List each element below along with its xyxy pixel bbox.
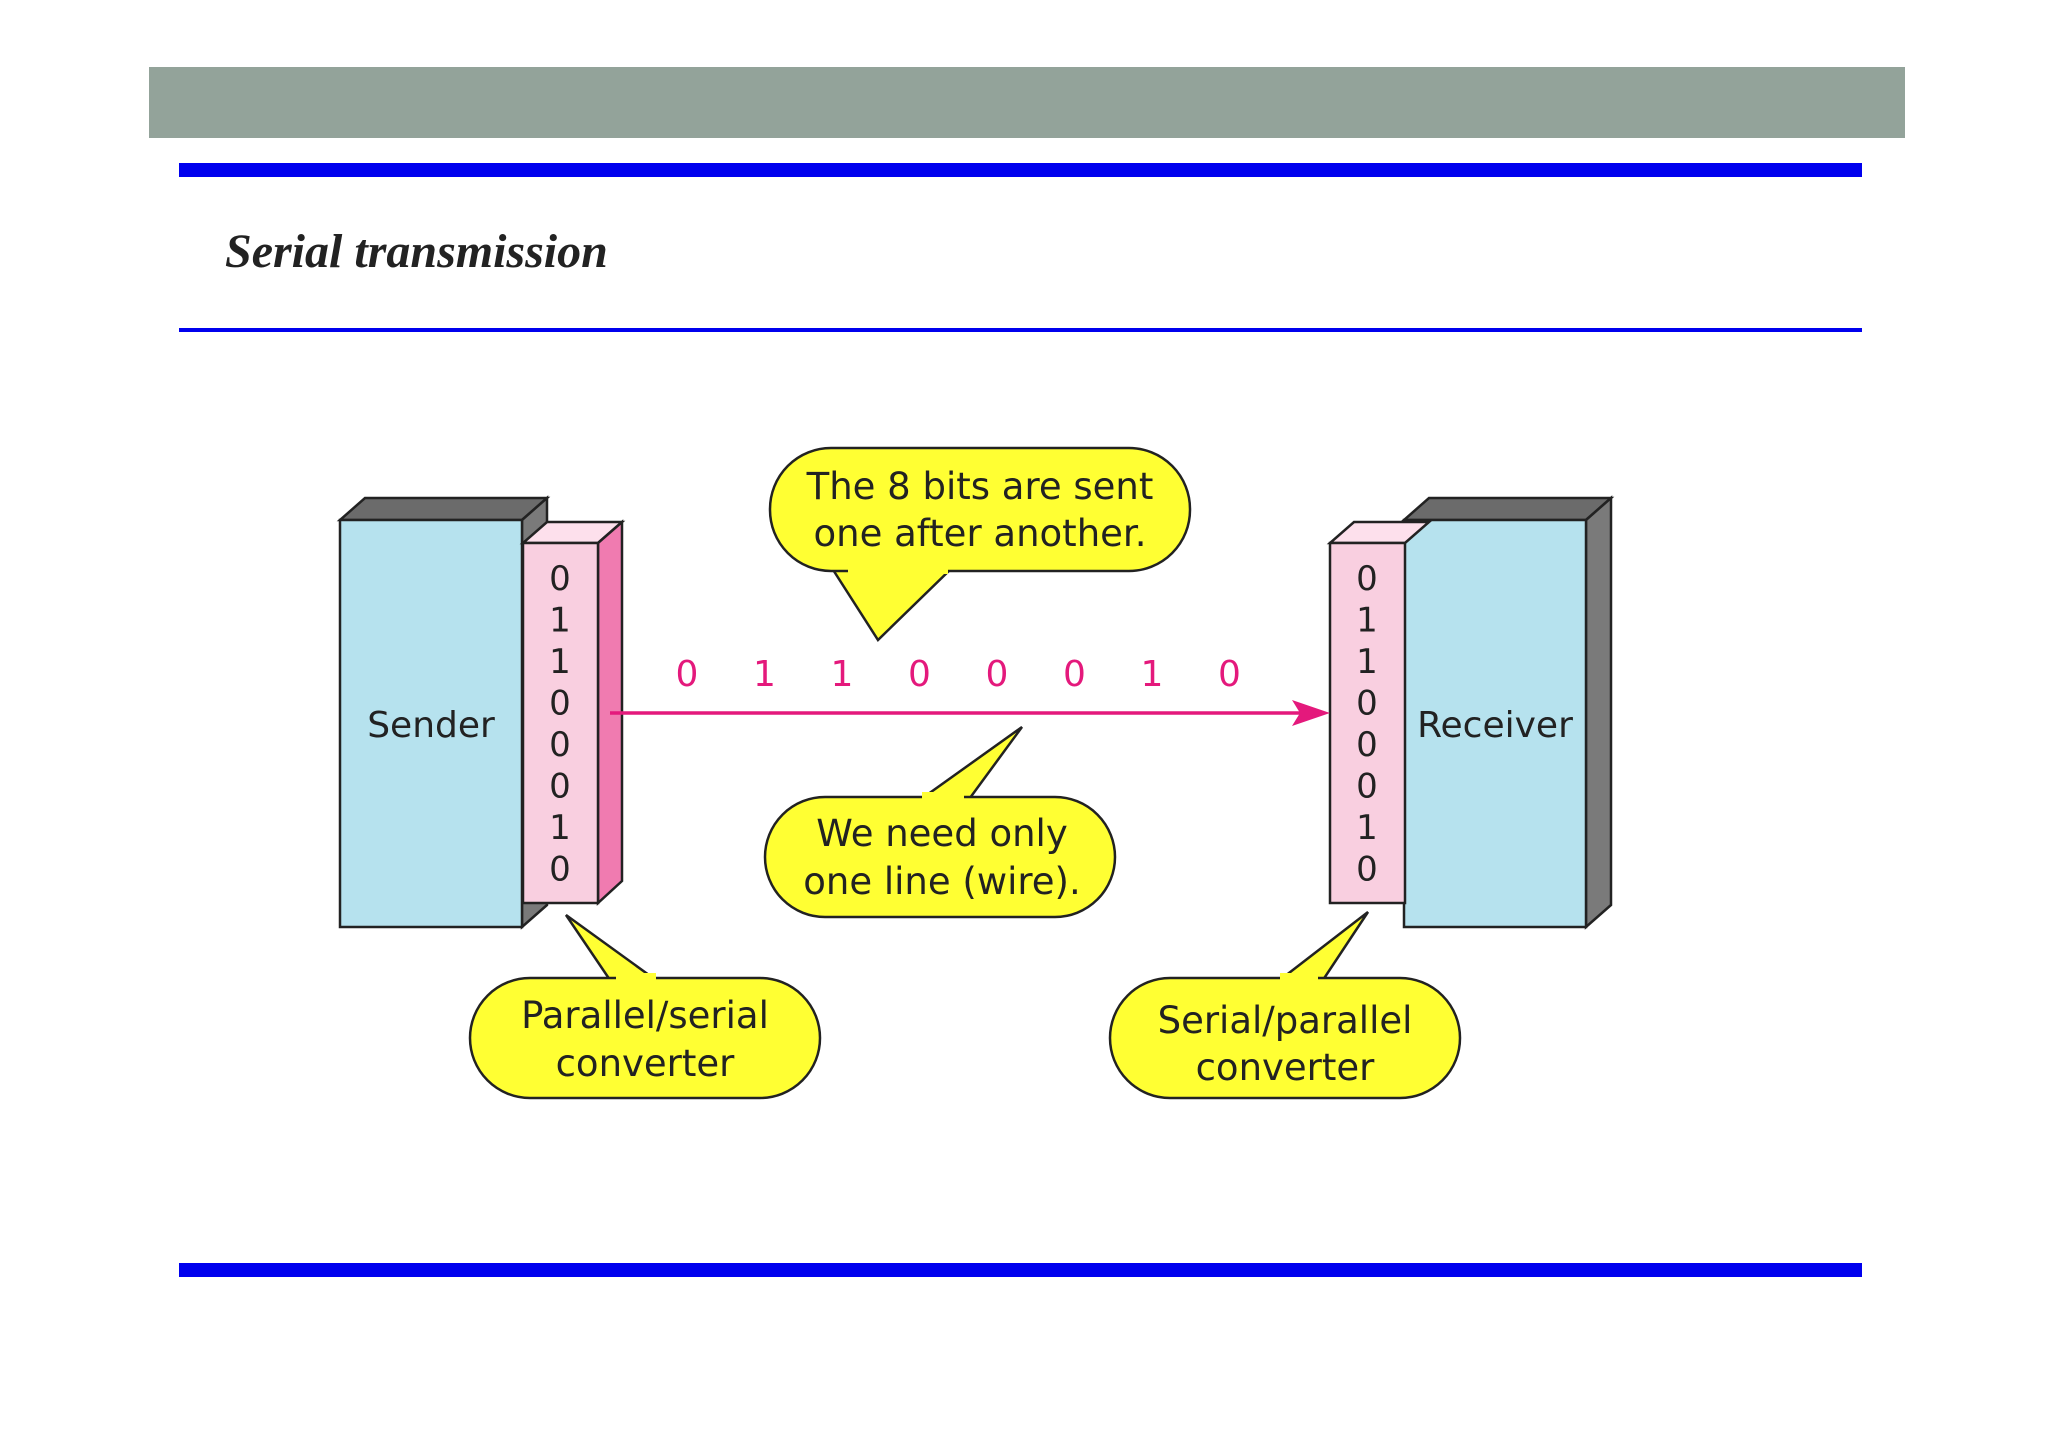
sender-buffer-bit: 1	[549, 808, 571, 848]
transmission-line: 0 1 1 0 0 0 1 0	[610, 654, 1330, 726]
callout-serial-parallel: Serial/parallel converter	[1108, 911, 1462, 1100]
line-bit: 1	[831, 654, 854, 695]
callout-parallel-serial-line-1: Parallel/serial	[521, 994, 769, 1037]
title-underline	[179, 328, 1862, 332]
callout-one-line: We need only one line (wire).	[763, 725, 1117, 919]
callout-one-line-line-1: We need only	[816, 812, 1067, 855]
callout-bits-sent-line-2: one after another.	[814, 512, 1147, 555]
receiver-buffer-bit: 0	[1356, 725, 1378, 765]
receiver-buffer-bit: 1	[1356, 808, 1378, 848]
top-rule	[179, 163, 1862, 177]
line-bit: 0	[676, 654, 699, 695]
sender-device: Sender	[336, 495, 551, 930]
receiver-buffer-bit: 1	[1356, 642, 1378, 682]
callout-one-line-line-2: one line (wire).	[803, 860, 1080, 903]
sender-buffer-bit: 0	[549, 850, 571, 890]
line-bit: 0	[1063, 654, 1086, 695]
sender-buffer-bit: 1	[549, 601, 571, 641]
line-bit: 0	[908, 654, 931, 695]
callout-bits-sent: The 8 bits are sent one after another.	[768, 446, 1192, 642]
receiver-buffer-bit: 0	[1356, 850, 1378, 890]
slide-title: Serial transmission	[225, 225, 608, 278]
line-bits: 0 1 1 0 0 0 1 0	[676, 654, 1241, 695]
sender-label: Sender	[367, 705, 495, 746]
header-band	[149, 67, 1905, 138]
line-bit: 0	[986, 654, 1009, 695]
callout-parallel-serial-line-2: converter	[556, 1042, 736, 1085]
sender-buffer-bit: 0	[549, 559, 571, 599]
callout-serial-parallel-line-1: Serial/parallel	[1158, 999, 1413, 1042]
bottom-rule	[179, 1263, 1862, 1277]
sender-buffer-bit: 0	[549, 725, 571, 765]
receiver-device: Receiver	[1400, 495, 1615, 930]
receiver-buffer-bit: 0	[1356, 559, 1378, 599]
sender-buffer-bit: 0	[549, 684, 571, 724]
line-bit: 0	[1218, 654, 1241, 695]
callout-serial-parallel-line-2: converter	[1196, 1046, 1376, 1089]
receiver-buffer-bit: 0	[1356, 684, 1378, 724]
callout-bits-sent-line-1: The 8 bits are sent	[806, 465, 1154, 508]
line-bit: 1	[1141, 654, 1164, 695]
receiver-label: Receiver	[1417, 705, 1573, 746]
receiver-buffer-bit: 0	[1356, 767, 1378, 807]
callout-parallel-serial: Parallel/serial converter	[468, 913, 822, 1100]
receiver-buffer-bit: 1	[1356, 601, 1378, 641]
line-bit: 1	[753, 654, 776, 695]
arrow-head-icon	[1292, 700, 1330, 726]
sender-buffer-bit: 1	[549, 642, 571, 682]
sender-buffer-bit: 0	[549, 767, 571, 807]
